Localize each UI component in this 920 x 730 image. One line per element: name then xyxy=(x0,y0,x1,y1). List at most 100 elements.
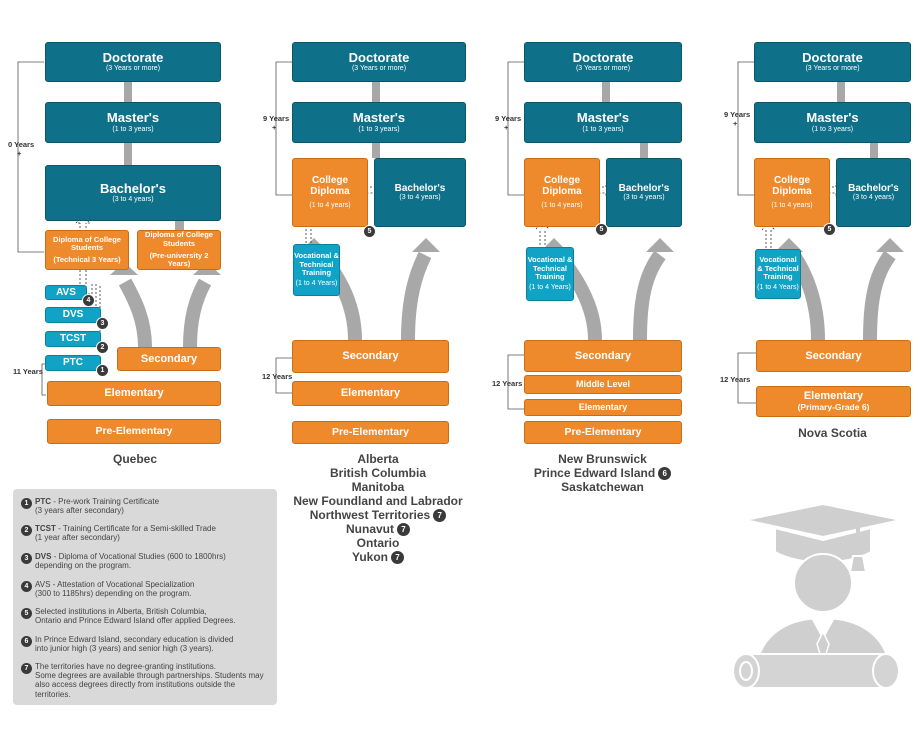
legend-note: 2 TCST - Training Certificate for a Semi… xyxy=(21,524,216,542)
legend-text: AVS - Attestation of Vocational Speciali… xyxy=(35,580,195,589)
legend-number: 5 xyxy=(21,608,32,619)
c4-doctorate-box: Doctorate (3 Years or more) xyxy=(754,42,911,82)
note-6-badge: 6 xyxy=(658,467,672,481)
legend-text: - Pre-work Training Certificate xyxy=(51,497,160,506)
legend-sub: into junior high (3 years) and senior hi… xyxy=(35,644,214,654)
q-bachelors-box: Bachelor's (3 to 4 years) xyxy=(45,165,221,221)
col4-provinces: Nova Scotia xyxy=(754,426,911,440)
c2-masters-label: Master's xyxy=(352,110,406,125)
province-name: Manitoba xyxy=(351,480,405,494)
q-diploma-pre-sub: (Pre-university 2 Years) xyxy=(149,250,209,269)
c4-secondary-label: Secondary xyxy=(805,349,862,362)
c3-vocational-box: Vocational & Technical Training (1 to 4 … xyxy=(526,247,574,301)
badge-3: 3 xyxy=(96,317,109,330)
legend-note: 5 Selected institutions in Alberta, Brit… xyxy=(21,607,235,625)
q-masters-sub: (1 to 3 years) xyxy=(112,125,154,133)
c2-doctorate-box: Doctorate (3 Years or more) xyxy=(292,42,466,82)
c4-masters-sub: (1 to 3 years) xyxy=(811,125,854,133)
c2-masters-sub: (1 to 3 years) xyxy=(358,125,400,133)
badge-5: 5 xyxy=(595,223,608,236)
q-diploma-pre-box: Diploma of College Students (Pre-univers… xyxy=(137,230,221,270)
c3-years-bottom: 12 Years xyxy=(492,379,523,388)
c2-pre-elementary-label: Pre-Elementary xyxy=(331,426,410,439)
province-name: Alberta xyxy=(357,452,399,466)
c3-masters-sub: (1 to 3 years) xyxy=(582,125,624,133)
legend-sub: (300 to 1185hrs) depending on the progra… xyxy=(35,589,192,599)
q-bachelors-label: Bachelor's xyxy=(100,180,166,196)
province-name: Saskatchewan xyxy=(561,480,644,494)
c3-middle-label: Middle Level xyxy=(575,379,630,390)
c2-years-bottom: 12 Years xyxy=(262,372,293,381)
c2-secondary-box: Secondary xyxy=(292,340,449,373)
c3-masters-box: Master's (1 to 3 years) xyxy=(524,102,682,143)
province-name: New Foundland and Labrador xyxy=(293,494,463,508)
c2-doctorate-label: Doctorate xyxy=(348,49,410,65)
c2-college-box: College Diploma (1 to 4 years) xyxy=(292,158,368,227)
c4-vocational-label: Vocational & Technical Training xyxy=(757,255,799,282)
c4-elementary-sub: (Primary-Grade 6) xyxy=(797,401,870,412)
legend-sub: Some degrees are available through partn… xyxy=(35,671,264,699)
legend-note: 1 PTC - Pre-work Training Certificate(3 … xyxy=(21,497,159,515)
c4-college-sub: (1 to 4 years) xyxy=(771,201,813,209)
c4-years-top: 9 Years xyxy=(724,110,751,119)
legend-note: 3 DVS - Diploma of Vocational Studies (6… xyxy=(21,552,226,570)
c4-doctorate-label: Doctorate xyxy=(802,49,863,65)
legend-note: 4 AVS - Attestation of Vocational Specia… xyxy=(21,580,195,598)
badge-5: 5 xyxy=(363,225,376,238)
q-tcst-box: TCST xyxy=(45,331,101,347)
badge-2: 2 xyxy=(96,341,109,354)
c2-vocational-sub: (1 to 4 Years) xyxy=(295,279,338,287)
col2-provinces: Alberta British Columbia Manitoba New Fo… xyxy=(280,452,476,565)
c3-doctorate-box: Doctorate (3 Years or more) xyxy=(524,42,682,82)
c3-doctorate-label: Doctorate xyxy=(572,49,634,65)
c3-vocational-sub: (1 to 4 Years) xyxy=(529,283,571,291)
legend-sub: depending on the program. xyxy=(35,561,132,571)
q-elementary-box: Elementary xyxy=(47,381,221,406)
legend-text: Selected institutions in Alberta, Britis… xyxy=(35,607,207,616)
q-years-top: 0 Years xyxy=(8,140,35,149)
q-doctorate-sub: (3 Years or more) xyxy=(105,65,161,73)
legend-number: 6 xyxy=(21,636,32,647)
c3-elementary-box: Elementary xyxy=(524,399,682,416)
q-doctorate-label: Doctorate xyxy=(102,49,164,65)
c3-elementary-label: Elementary xyxy=(578,402,628,413)
province-name: British Columbia xyxy=(329,466,426,480)
legend-number: 3 xyxy=(21,553,32,564)
province-name: Northwest Territories xyxy=(309,508,431,522)
c4-elementary-box: Elementary (Primary-Grade 6) xyxy=(756,386,911,417)
q-ptc-box: PTC xyxy=(45,355,101,371)
note-7-badge: 7 xyxy=(397,523,410,537)
c4-years-plus: + xyxy=(733,119,738,128)
q-doctorate-box: Doctorate (3 Years or more) xyxy=(45,42,221,82)
province-name: New Brunswick xyxy=(558,452,647,466)
c3-bachelors-box: Bachelor's (3 to 4 years) xyxy=(606,158,682,227)
q-years-plus: + xyxy=(17,149,22,158)
c2-bachelors-label: Bachelor's xyxy=(394,182,446,194)
c3-doctorate-sub: (3 Years or more) xyxy=(575,65,631,73)
c4-bachelors-box: Bachelor's (3 to 4 years) xyxy=(836,158,911,227)
c2-elementary-box: Elementary xyxy=(292,381,449,406)
q-avs-label: AVS xyxy=(56,286,76,298)
c4-years-bottom: 12 Years xyxy=(720,375,751,384)
c2-bachelors-sub: (3 to 4 years) xyxy=(399,194,441,202)
legend-text: - Training Certificate for a Semi-skille… xyxy=(55,524,216,533)
province-name: Nunavut xyxy=(346,522,394,536)
legend-sub: (3 years after secondary) xyxy=(35,506,124,516)
legend-number: 7 xyxy=(21,663,32,674)
legend-text: The territories have no degree-granting … xyxy=(35,662,216,671)
legend-sub: Ontario and Prince Edward Island offer a… xyxy=(35,616,236,626)
c4-masters-box: Master's (1 to 3 years) xyxy=(754,102,911,143)
c3-pre-elementary-label: Pre-Elementary xyxy=(564,426,642,439)
legend-note: 6 In Prince Edward Island, secondary edu… xyxy=(21,635,233,653)
legend-sub: (1 year after secondary) xyxy=(35,533,120,543)
q-elementary-label: Elementary xyxy=(104,387,164,400)
note-7-badge: 7 xyxy=(391,551,404,565)
legend-note: 7 The territories have no degree-grantin… xyxy=(21,662,271,699)
legend-text: In Prince Edward Island, secondary educa… xyxy=(35,635,234,644)
c2-masters-box: Master's (1 to 3 years) xyxy=(292,102,466,143)
c3-college-box: College Diploma (1 to 4 years) xyxy=(524,158,600,227)
c4-vocational-sub: (1 to 4 Years) xyxy=(757,283,799,291)
c2-college-sub: (1 to 4 years) xyxy=(309,201,351,209)
c2-college-label: College Diploma xyxy=(310,174,350,198)
